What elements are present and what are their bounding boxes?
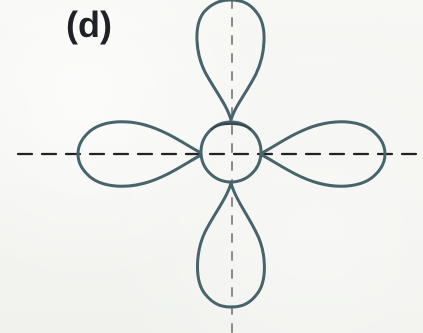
right-lobe — [260, 120, 387, 188]
center-ring — [199, 120, 263, 184]
center-ring-upper-edge — [210, 122, 252, 131]
figure-label: (d) — [66, 4, 112, 45]
left-lobe — [76, 120, 203, 188]
bottom-lobe — [196, 181, 266, 309]
top-lobe — [195, 0, 266, 122]
